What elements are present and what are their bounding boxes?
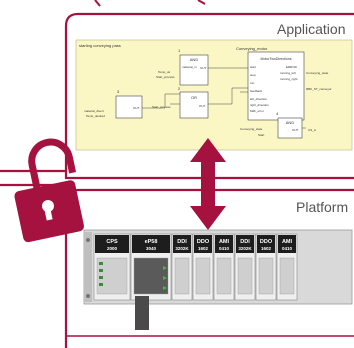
- plc-module-code: 0410: [219, 246, 230, 251]
- fbd-diagram: starting conveying pass AND 1 material_i…: [75, 39, 353, 151]
- plc-module-name: DDO: [197, 239, 210, 245]
- plc-module-name: DDI: [177, 239, 187, 245]
- plc-module-connector: [258, 257, 274, 295]
- frame-edge-fragment-2: [197, 0, 206, 5]
- plc-module-header: [257, 235, 275, 253]
- and-block-1-type: AND: [190, 57, 199, 62]
- plc-module-connector: [279, 257, 295, 295]
- plc-module-code: 3202K: [238, 246, 252, 251]
- motor-out-right: running_right: [280, 77, 298, 81]
- plc-status-led: [99, 262, 103, 265]
- frame-edge-fragment: [94, 0, 101, 7]
- plc-module-code: 0410: [282, 246, 293, 251]
- plc-module-code: 1602: [261, 246, 272, 251]
- plc-port-indicator: [163, 266, 167, 270]
- and-block-4-in1: Conveying_state: [240, 127, 263, 131]
- and-block-4-num: 4: [276, 111, 279, 116]
- plc-status-led: [99, 283, 103, 286]
- plc-module-header: [95, 235, 129, 253]
- plc-module-name: eP58: [145, 239, 158, 245]
- motor-in-left: left_direction: [250, 97, 267, 101]
- double-arrow-icon: [190, 138, 226, 230]
- block-3-out: OUT: [133, 106, 140, 110]
- and-block-1-out: OUT: [200, 66, 207, 70]
- motor-in-stop: stop: [250, 73, 256, 77]
- lock-icon: [14, 138, 85, 243]
- or-block-2: [179, 91, 209, 119]
- plc-module-name: AMI: [219, 239, 230, 245]
- plc-module-connector: [133, 257, 169, 295]
- plc-module-code: 3040: [146, 246, 157, 251]
- and-block-1-in1: material_in: [182, 65, 197, 69]
- and-block-1-in2: Temp_ok: [158, 70, 171, 74]
- plc-module-header: [194, 235, 212, 253]
- and-block-4-label: CS_A: [308, 128, 316, 132]
- motor-block-title: Conveying_motor: [236, 46, 268, 51]
- block-3-in2: Temp_desired: [86, 114, 105, 118]
- or-block-2-out: OUT: [199, 104, 206, 108]
- plc-module-code: 2000: [107, 246, 118, 251]
- motor-block: [247, 51, 305, 121]
- plc-module-connector: [174, 257, 190, 295]
- and-block-1-in3: Start_process: [156, 75, 175, 79]
- plc-module-connector: [216, 257, 232, 295]
- plc-modules: CPS2000eP583040DDI3202KDDO1602AMI0410DDI…: [93, 233, 298, 330]
- plc-module-code: 1602: [198, 246, 209, 251]
- plc-module-header: [236, 235, 254, 253]
- platform-label: Platform: [296, 199, 349, 215]
- and-block-1-num: 1: [178, 48, 181, 53]
- plc-module-name: CPS: [106, 239, 118, 245]
- or-block-2-num: 2: [178, 86, 181, 91]
- motor-in-start: start: [250, 65, 256, 69]
- block-3: [115, 95, 143, 119]
- plc-module-mount: [135, 296, 149, 330]
- plc-module-header: [215, 235, 233, 253]
- plc-module-name: DDI: [240, 239, 250, 245]
- diagram-title: starting conveying pass: [79, 43, 121, 48]
- motor-block-type: MotorTwoDirections: [261, 57, 292, 61]
- application-label: Application: [277, 21, 346, 37]
- motor-in-right: right_direction: [250, 103, 269, 107]
- motor-out-state: Conveying_state: [306, 71, 329, 75]
- plc-module-header: [173, 235, 191, 253]
- plc-module-header: [278, 235, 296, 253]
- and-block-1: [179, 54, 209, 86]
- and-block-4-type: AND: [286, 120, 295, 125]
- motor-in-error: Mdb_error: [250, 109, 264, 113]
- plc-module-name: DDO: [260, 239, 273, 245]
- plc-port-indicator: [163, 286, 167, 290]
- plc-module-connector: [237, 257, 253, 295]
- motor-in-run: run: [250, 81, 255, 85]
- plc-status-led: [99, 269, 103, 272]
- or-block-2-type: OR: [191, 95, 197, 100]
- plc-module-header: [132, 235, 170, 253]
- plc-status-led: [99, 276, 103, 279]
- block-3-in1: material_divert: [84, 109, 104, 113]
- application-frame: [64, 12, 354, 180]
- plc-module-connector: [195, 257, 211, 295]
- or-block-2-in1: Start_process: [152, 105, 171, 109]
- and-block-4-in2: Start: [258, 133, 265, 137]
- motor-out-error: ERROR: [286, 65, 298, 69]
- and-block-4-out: OUT: [292, 128, 299, 132]
- motor-in-feedback: feedback: [250, 89, 263, 93]
- motor-out-left: running_left: [280, 71, 296, 75]
- block-3-num: 3: [117, 89, 120, 94]
- plc-port-indicator: [163, 276, 167, 280]
- motor-rbk-label: RBK_ST_conveyor: [306, 87, 332, 91]
- plc-module-name: AMI: [282, 239, 293, 245]
- plc-module-code: 3202K: [175, 246, 189, 251]
